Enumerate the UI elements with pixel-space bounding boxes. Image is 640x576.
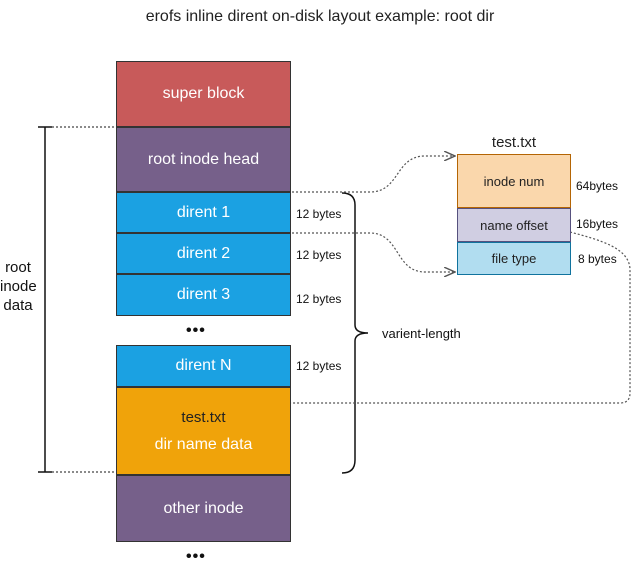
root-inode-data-label: root inode data [0,259,37,314]
varient-length-brace [341,192,369,474]
dir-name-data-label: dir name data [154,435,253,453]
dirent-size-3: 12 bytes [296,292,342,306]
other-inode: other inode [116,475,291,542]
file-type-field: file type [457,242,571,275]
dirent-n: dirent N [116,345,291,387]
dirent-2: dirent 2 [116,233,291,274]
file-type-size: 8 bytes [578,252,617,266]
root-inode-head: root inode head [116,127,291,192]
inode-num-field: inode num [457,154,571,208]
super-block: super block [116,61,291,127]
brace-label: varient-length [382,326,461,341]
dirent-size-2: 12 bytes [296,248,342,262]
bottom-ellipsis: ••• [186,548,206,565]
dirent-size-1: 12 bytes [296,207,342,221]
dirent-to-filetype-arrow [292,232,455,272]
dir-name-file: test.txt [181,408,226,426]
diagram-title: erofs inline dirent on-disk layout examp… [145,8,495,25]
name-offset-field: name offset [457,208,571,242]
dirent-1: dirent 1 [116,192,291,233]
file-title: test.txt [491,134,537,151]
dirent-to-inode-arrow [292,156,455,193]
dirent-3: dirent 3 [116,274,291,316]
ellipsis: ••• [186,322,206,339]
name-offset-size: 16bytes [576,217,619,231]
inode-num-size: 64bytes [576,179,619,193]
dirent-size-n: 12 bytes [296,359,342,373]
dir-name-data: test.txt dir name data [116,387,291,475]
